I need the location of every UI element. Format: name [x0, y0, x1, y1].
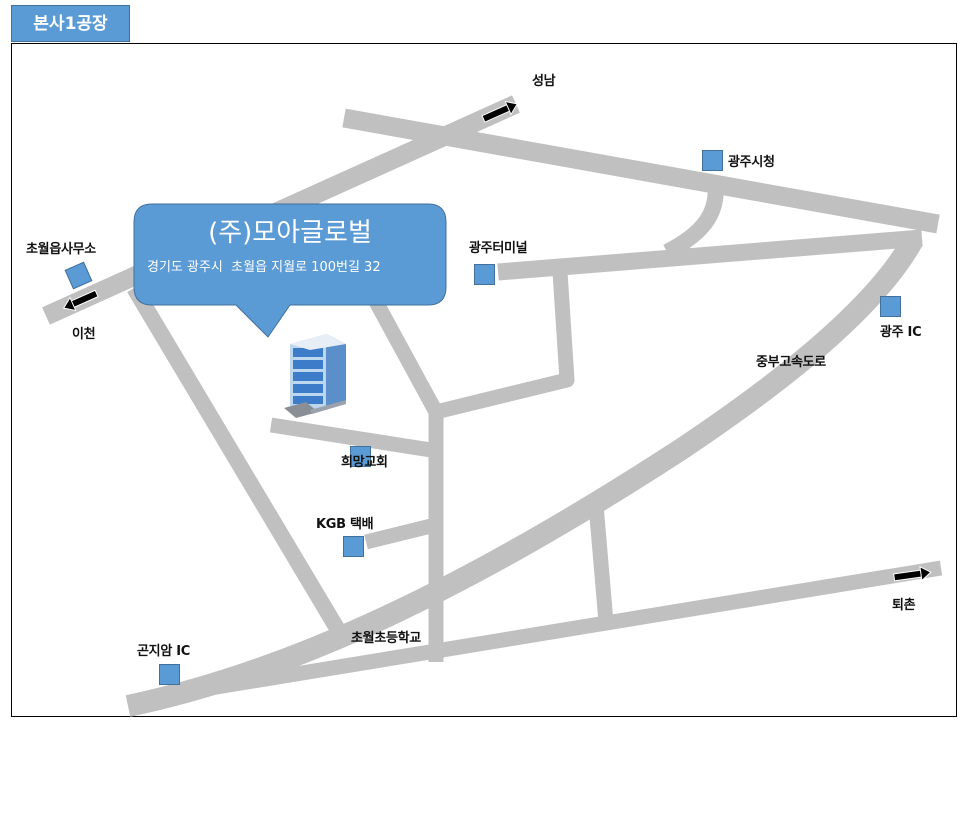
arrow-right-icon: [481, 100, 519, 123]
label-gwangju-ic: 광주 IC: [880, 325, 922, 340]
label-chowol-elementary: 초월초등학교: [351, 631, 421, 646]
marker-gonjiam-ic[interactable]: [159, 664, 180, 685]
tab-headquarters-factory-1[interactable]: 본사1공장: [11, 5, 130, 42]
arrow-left-icon: [62, 289, 99, 312]
building-icon: [284, 334, 346, 418]
label-gwangju-terminal: 광주터미널: [469, 241, 528, 256]
road-top-east: [342, 108, 940, 234]
arrow-icons: [62, 100, 932, 582]
company-name: (주)모아글로벌: [208, 218, 372, 248]
marker-kgb-delivery[interactable]: [343, 536, 364, 557]
label-jungbu-expressway: 중부고속도로: [756, 355, 826, 370]
marker-huimang-church[interactable]: [350, 446, 371, 467]
marker-gwangju-terminal[interactable]: [474, 264, 495, 285]
label-huimang-church: 희망교회: [341, 455, 388, 470]
label-icheon: 이천: [72, 327, 96, 342]
company-address: 경기도 광주시 초월읍 지월로 100번길 32: [147, 260, 381, 275]
arrow-right-icon: [893, 565, 932, 582]
road-cityhall-connector: [663, 178, 724, 260]
road-left-diagonal: [127, 283, 348, 640]
label-gonjiam-ic: 곤지암 IC: [137, 644, 190, 659]
company-callout: [133, 203, 447, 338]
road-church: [269, 417, 433, 458]
road-central-vertical: [367, 294, 444, 662]
label-gwangju-city-hall: 광주시청: [728, 155, 775, 170]
road-terminal: [497, 229, 923, 281]
label-chowol-office: 초월읍사무소: [26, 242, 96, 257]
label-kgb-delivery: KGB 택배: [316, 517, 374, 532]
label-toechon: 퇴촌: [892, 598, 916, 613]
road-terminal-branch: [438, 271, 575, 419]
road-jungbu-expressway: [125, 234, 923, 717]
marker-gwangju-ic[interactable]: [880, 296, 901, 317]
road-kgb: [364, 518, 433, 550]
map-frame: [11, 43, 957, 717]
label-seongnam: 성남: [532, 74, 556, 89]
road-bottom-connector: [588, 504, 614, 623]
road-bottom-east: [166, 560, 943, 703]
marker-gwangju-city-hall[interactable]: [702, 150, 723, 171]
